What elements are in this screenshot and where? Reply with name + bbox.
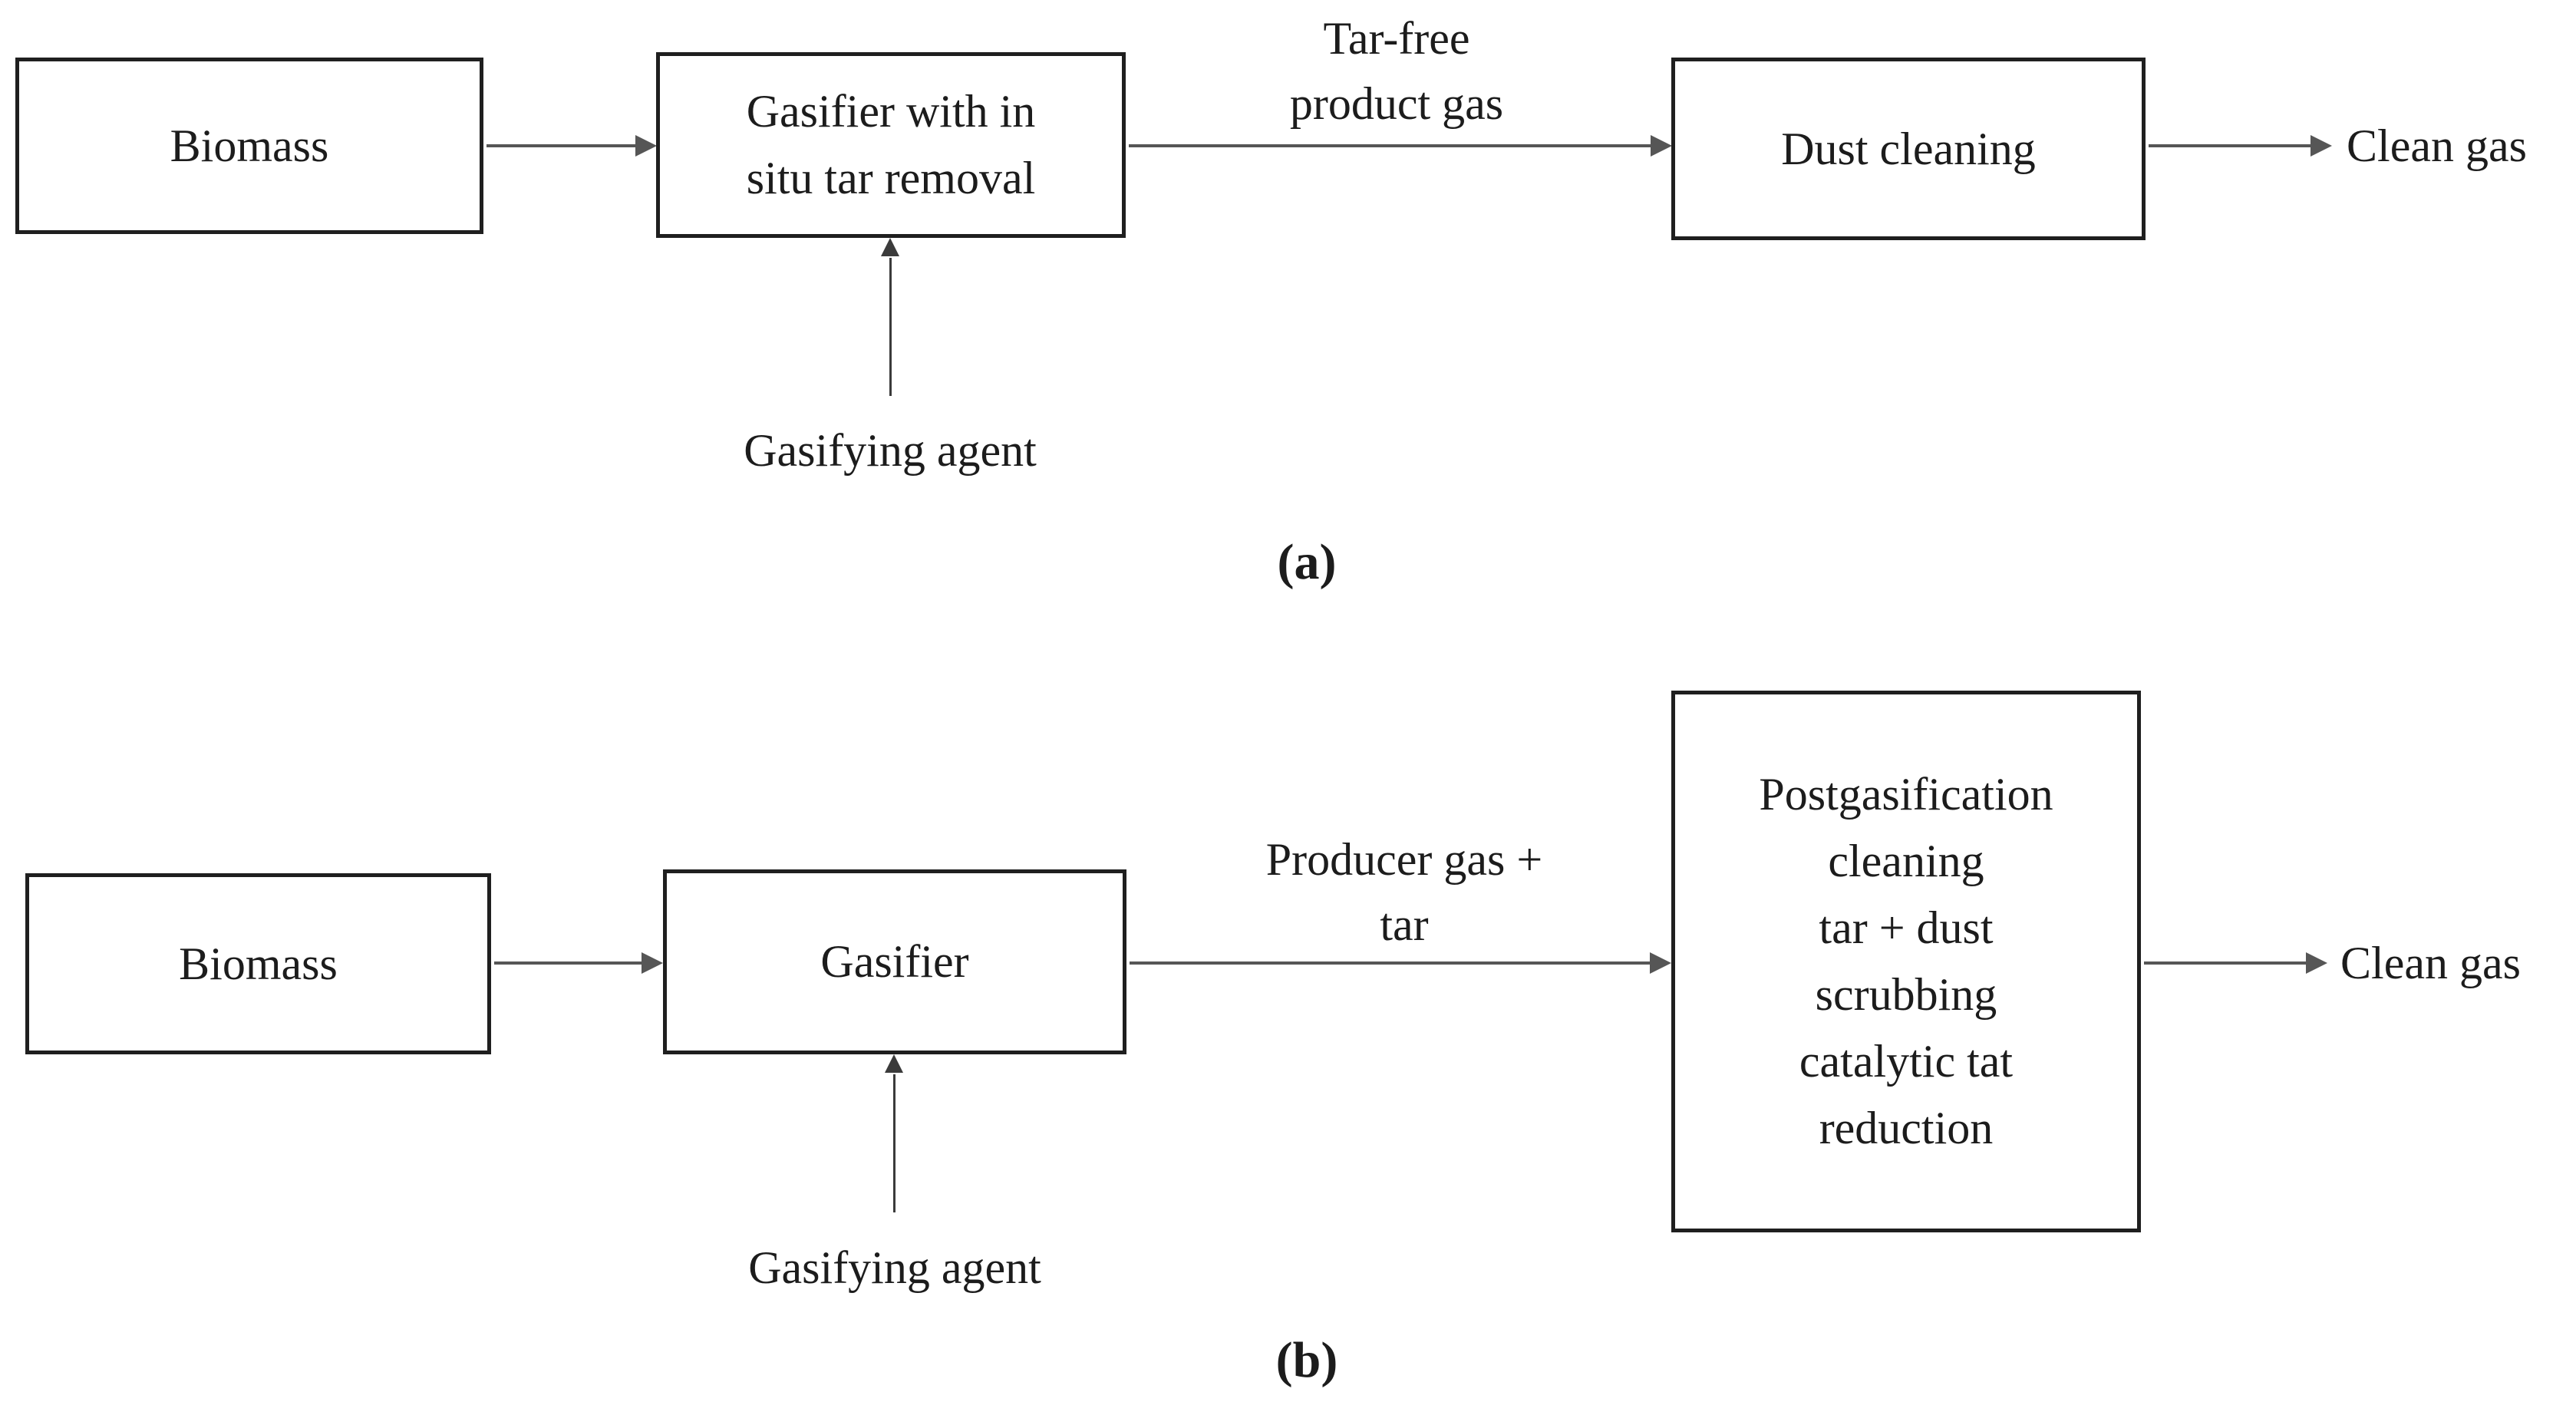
clean-gas-text-b: Clean gas bbox=[2340, 937, 2521, 988]
panel-b-caption: (b) bbox=[1275, 1332, 1338, 1388]
arrow-line-biomass-to-gasifier-a bbox=[487, 144, 637, 147]
arrow-line-gasifying-agent-b bbox=[893, 1074, 895, 1212]
tar-free-product-gas-label: Tar-free product gas bbox=[1289, 13, 1504, 130]
arrow-head-icon bbox=[642, 952, 663, 974]
producer-gas-tar-label: Producer gas + tar bbox=[1265, 834, 1543, 951]
arrow-line-postgas-to-clean-gas-b bbox=[2144, 961, 2307, 965]
arrow-line-dust-to-clean-gas-a bbox=[2149, 144, 2311, 147]
panel-a-caption: (a) bbox=[1277, 534, 1337, 590]
arrow-head-icon bbox=[2310, 135, 2332, 157]
gasifying-agent-label-b: Gasifying agent bbox=[748, 1242, 1041, 1293]
gasifier-label-b: Gasifier bbox=[820, 936, 969, 987]
dust-cleaning-box: Dust cleaning bbox=[1671, 58, 2146, 240]
arrow-head-icon bbox=[1650, 952, 1671, 974]
arrow-line-gasifier-to-dust-a bbox=[1129, 144, 1652, 147]
biomass-box-b: Biomass bbox=[25, 873, 491, 1054]
arrow-head-up-icon bbox=[885, 1054, 903, 1073]
arrow-head-icon bbox=[1651, 135, 1672, 157]
biomass-box-a: Biomass bbox=[15, 58, 483, 234]
arrow-head-icon bbox=[2306, 952, 2327, 974]
arrow-line-biomass-to-gasifier-b bbox=[494, 961, 643, 965]
arrow-head-icon bbox=[635, 135, 657, 157]
gasifier-box-b: Gasifier bbox=[663, 869, 1126, 1054]
clean-gas-text-a: Clean gas bbox=[2347, 120, 2527, 171]
arrow-line-gasifying-agent-a bbox=[889, 258, 892, 396]
gasifying-agent-label-a: Gasifying agent bbox=[744, 425, 1037, 476]
gasifier-label-a: Gasifier with in situ tar removal bbox=[746, 86, 1036, 203]
biomass-label-b: Biomass bbox=[179, 938, 338, 989]
postgasification-label: Postgasification cleaning tar + dust scr… bbox=[1759, 769, 2053, 1153]
gasifier-box-a: Gasifier with in situ tar removal bbox=[656, 52, 1126, 238]
postgasification-box: Postgasification cleaning tar + dust scr… bbox=[1671, 691, 2141, 1232]
arrow-line-gasifier-to-postgas-b bbox=[1130, 961, 1650, 965]
dust-cleaning-label: Dust cleaning bbox=[1781, 123, 2036, 174]
arrow-head-up-icon bbox=[881, 238, 899, 256]
biomass-label-a: Biomass bbox=[170, 120, 329, 171]
